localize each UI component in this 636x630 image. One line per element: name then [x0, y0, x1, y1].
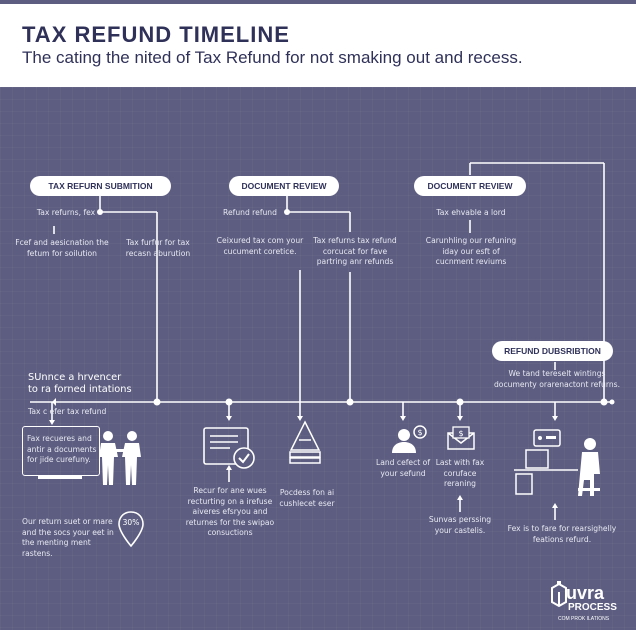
envelope-dollar-icon: $ — [447, 426, 475, 450]
bottom-note-3: Land cefect of your sefund — [375, 458, 430, 478]
monitor-icon — [22, 426, 100, 476]
note-refund-refund: Refund refund — [223, 208, 277, 217]
bottom-note-1: Recur for ane wues recturting on a irefu… — [185, 486, 275, 537]
person-desk-icon — [514, 429, 600, 496]
note-distribution: We tand tereselt wintings documenty orar… — [493, 369, 621, 389]
percentage-badge: 30% — [122, 518, 140, 527]
handshake-people-icon — [99, 431, 141, 485]
side-subtitle: Tax c efer tax refund — [28, 407, 107, 416]
stage-pill-review-2: DOCUMENT REVIEW — [414, 176, 526, 196]
bottom-note-4: Last with fax coruface reraning — [435, 458, 485, 488]
side-heading: SUnnce a hrvencer to ra forned intations — [28, 372, 132, 395]
bottom-note-2: Pocdess fon ai cushlecet eser — [279, 488, 335, 508]
note-captured-tax: Ceixured tax com your cucument coretice. — [216, 236, 304, 256]
stage-pill-review-1: DOCUMENT REVIEW — [229, 176, 339, 196]
document-stack-icon — [289, 420, 321, 464]
logo-tagline: COM PROK ILATIONS — [558, 616, 610, 622]
top-bar — [0, 0, 636, 4]
bottom-left-note: Our return suet or mare and the socs you… — [22, 517, 114, 558]
location-pin-icon — [118, 511, 144, 548]
logo-box-icon — [551, 581, 567, 608]
svg-text:$: $ — [458, 429, 463, 438]
svg-text:$: $ — [417, 428, 422, 437]
bottom-note-6: Fex is to fare for rearsighelly feations… — [507, 524, 617, 544]
page-title: TAX REFUND TIMELINE — [22, 22, 290, 47]
person-coin-icon: $ — [392, 425, 427, 453]
note-tax-eligible: Tax ehvable a lord — [436, 208, 506, 217]
logo-name: uvra — [566, 583, 605, 603]
stage-pill-submission: TAX REFURN SUBMITION — [30, 176, 171, 196]
screen-note: Fax recueres and antir a documents for j… — [27, 434, 97, 464]
logo-process: PROCESS — [568, 602, 617, 613]
note-tax-further: Tax furfur for tax recasn aburution — [125, 238, 191, 258]
header: TAX REFUND TIMELINE The cating the nited… — [0, 4, 636, 87]
bottom-note-5: Sunvas perssing your castelis. — [428, 515, 492, 535]
note-compiling: Carunhling our refuning iday our esft of… — [425, 236, 517, 266]
note-designation: Fcef and aesicnation the fetum for soilu… — [15, 238, 109, 258]
note-refurns-tax: Tax refurns tax refund corcucat for fave… — [313, 236, 397, 266]
note-tax-refurns: Tax refurns, fex — [36, 208, 96, 217]
page-subtitle: The cating the nited of Tax Refund for n… — [22, 48, 523, 67]
monitor-stand-icon — [38, 476, 82, 479]
document-check-icon — [203, 427, 255, 469]
stage-pill-distribution: REFUND DUBSRIBTION — [492, 341, 613, 361]
